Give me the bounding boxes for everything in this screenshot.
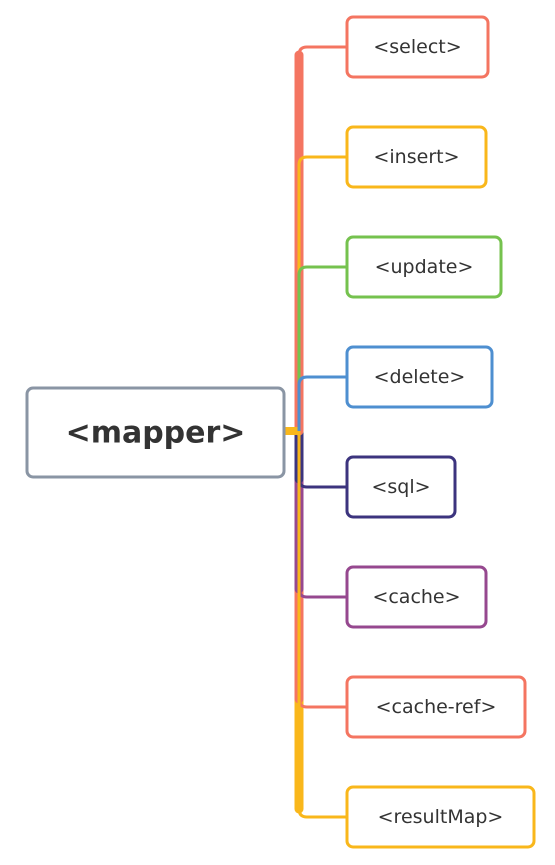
child-node-box-6 [345, 675, 527, 739]
child-node-box-0 [345, 15, 490, 79]
child-node-label-2: <update> [375, 256, 474, 278]
child-node-box-3 [345, 345, 494, 409]
child-node-3[interactable]: <delete> [345, 345, 494, 409]
child-node-label-3: <delete> [374, 366, 466, 388]
connectors [284, 45, 347, 819]
child-node-box-1 [345, 125, 488, 189]
connector-6 [297, 431, 347, 709]
child-node-7[interactable]: <resultMap> [345, 785, 536, 849]
child-node-label-0: <select> [373, 36, 461, 58]
connector-5 [297, 431, 347, 599]
child-node-label-6: <cache-ref> [376, 696, 497, 718]
child-nodes: <select> <insert> <update> <delete> <sql> <ca… [345, 15, 536, 849]
connector-2 [297, 265, 347, 431]
connector-4 [297, 431, 347, 489]
child-node-5[interactable]: <cache> [345, 565, 488, 629]
root-node-box [25, 386, 286, 479]
connector-7 [297, 431, 347, 819]
connector-3 [297, 375, 347, 431]
child-node-4[interactable]: <sql> [345, 455, 457, 519]
child-node-0[interactable]: <select> [345, 15, 490, 79]
child-node-1[interactable]: <insert> [345, 125, 488, 189]
child-node-label-5: <cache> [372, 586, 460, 608]
child-node-label-7: <resultMap> [378, 806, 504, 828]
child-node-box-7 [345, 785, 536, 849]
child-node-label-1: <insert> [373, 146, 459, 168]
connector-0 [297, 45, 347, 431]
child-node-box-2 [345, 235, 503, 299]
child-node-6[interactable]: <cache-ref> [345, 675, 527, 739]
connector-1 [297, 155, 347, 431]
root-node-mapper[interactable]: <mapper> [25, 386, 286, 479]
root-node-label: <mapper> [66, 416, 246, 451]
child-node-label-4: <sql> [371, 476, 430, 498]
child-node-2[interactable]: <update> [345, 235, 503, 299]
child-node-box-4 [345, 455, 457, 519]
child-node-box-5 [345, 565, 488, 629]
